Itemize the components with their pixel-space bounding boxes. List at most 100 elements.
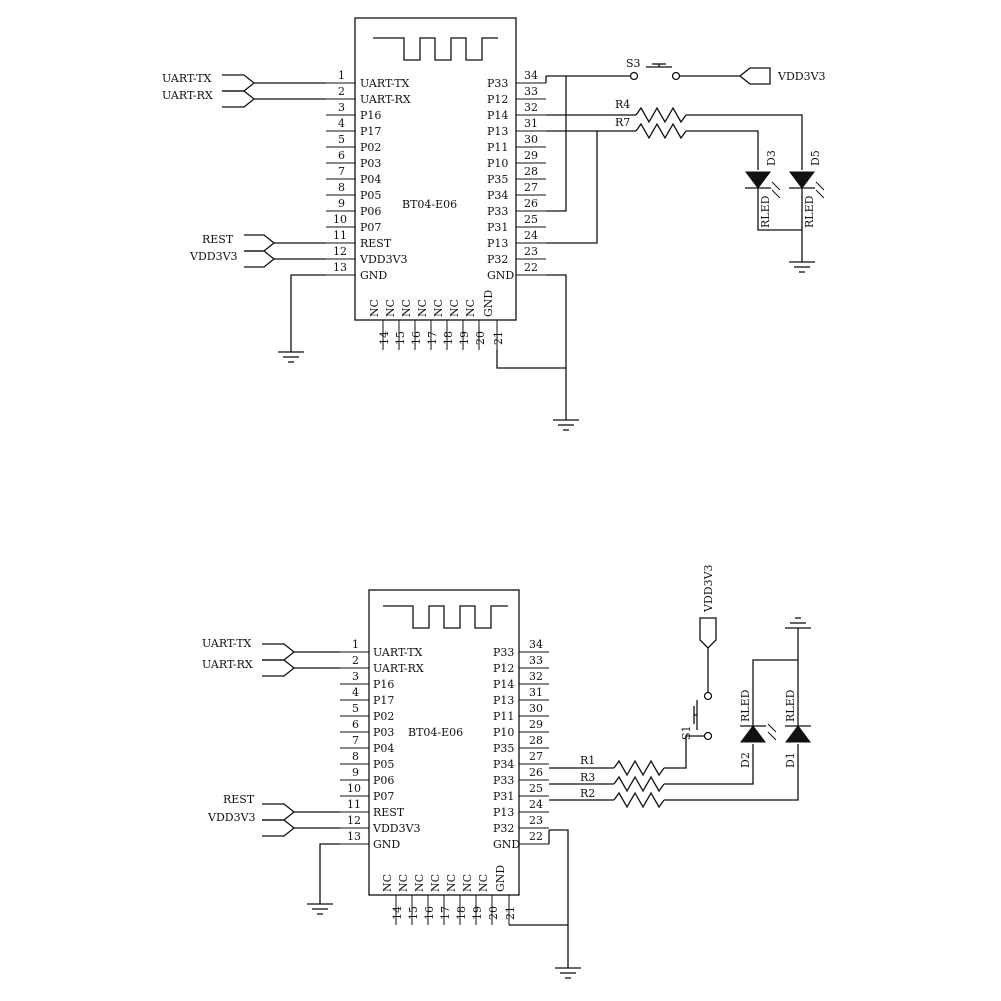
wire-led-gnd (752, 659, 798, 726)
right-pin: P12 33 (493, 654, 549, 675)
resistor-icon (613, 775, 665, 793)
led-ref: D5 (809, 150, 822, 166)
resistor-label: R2 (580, 787, 595, 800)
pin-number: 32 (529, 670, 543, 683)
left-pin-group: 1 UART-TX 2 UART-RX 3 P16 4 P17 5 P02 6 … (340, 638, 424, 851)
pin-number: 24 (529, 798, 543, 811)
port-label: REST (202, 233, 234, 246)
right-pin: P13 31 (493, 686, 549, 707)
right-pin: P33 26 (493, 766, 549, 787)
pin-number: 3 (352, 670, 359, 683)
pin-name: NC (477, 874, 490, 892)
pin-number: 14 (391, 906, 404, 920)
ground-icon (785, 617, 811, 629)
led-type: RLED (739, 689, 752, 722)
pin-name: P14 (487, 109, 508, 122)
wire-led-d5 (686, 114, 803, 170)
pin-name: P10 (487, 157, 508, 170)
gnd-wire-left (290, 274, 326, 352)
pin-number: 15 (394, 331, 407, 345)
wire-pin24-bus (546, 131, 598, 244)
wire-r1-switch (664, 735, 704, 769)
bottom-pin: NC 19 (461, 874, 484, 925)
pin-name: GND (360, 269, 387, 282)
pin-number: 18 (442, 331, 455, 345)
port-label: VDD3V3 (189, 250, 238, 263)
gnd-wire-bottom (496, 350, 566, 369)
wire-led-d2 (664, 744, 754, 785)
port-label: VDD3V3 (207, 811, 256, 824)
port-label: UART-TX (202, 637, 252, 650)
pin-number: 16 (410, 331, 423, 345)
pin-name: P13 (493, 806, 514, 819)
pin-name: P31 (487, 221, 508, 234)
pin-number: 8 (352, 750, 359, 763)
pin-number: 7 (352, 734, 359, 747)
pin-name: GND (487, 269, 514, 282)
pin-number: 1 (338, 69, 345, 82)
left-pin: 9 P06 (340, 766, 394, 787)
pin-name: P07 (373, 790, 394, 803)
right-pin: P10 29 (493, 718, 549, 739)
bottom-pin: NC 14 (368, 299, 391, 350)
pin-number: 34 (524, 69, 538, 82)
pin-number: 11 (333, 229, 347, 242)
pin-name: P31 (493, 790, 514, 803)
pin-number: 19 (471, 906, 484, 920)
pin-name: P35 (487, 173, 508, 186)
left-pin: 9 P06 (326, 197, 381, 218)
pin-name: P10 (493, 726, 514, 739)
port-label: REST (223, 793, 255, 806)
bottom-pin-group: NC 14 NC 15 NC 16 NC 17 NC 18 NC 19 NC 2… (381, 865, 517, 925)
left-pin: 7 P04 (340, 734, 394, 755)
left-pin: 6 P03 (340, 718, 394, 739)
right-pin: P33 34 (493, 638, 549, 659)
ground-icon (307, 903, 333, 915)
pin-number: 17 (426, 331, 439, 345)
wire-led-gnd (757, 188, 802, 231)
resistor-label: R7 (615, 116, 630, 129)
pin-name: NC (397, 874, 410, 892)
right-pin: GND 22 (493, 830, 549, 851)
pin-number: 20 (487, 906, 500, 920)
pin-number: 13 (333, 261, 347, 274)
pin-number: 25 (524, 213, 538, 226)
right-pin: P32 23 (487, 245, 546, 266)
pin-number: 22 (529, 830, 543, 843)
pin-name: P33 (493, 646, 514, 659)
vdd-port-icon (738, 67, 771, 85)
pin-number: 23 (529, 814, 543, 827)
wire-led-d3 (686, 130, 759, 170)
pin-name: P11 (487, 141, 508, 154)
bottom-pin: NC 15 (397, 874, 420, 925)
pin-number: 2 (352, 654, 359, 667)
pin-name: P12 (487, 93, 508, 106)
pin-number: 27 (524, 181, 538, 194)
left-pin: 8 P05 (326, 181, 381, 202)
resistor-icon (635, 122, 687, 140)
pin-number: 12 (333, 245, 347, 258)
pin-name: P07 (360, 221, 381, 234)
pin-name: P33 (493, 774, 514, 787)
pin-name: P35 (493, 742, 514, 755)
bottom-pin: NC 18 (445, 874, 468, 925)
bottom-pin: NC 17 (429, 874, 452, 925)
left-pin: 13 GND (340, 830, 400, 851)
pin-name: P16 (373, 678, 394, 691)
pin-name: REST (373, 806, 405, 819)
wire-pin26-bus (546, 76, 567, 212)
left-pin: 4 P17 (326, 117, 381, 138)
bottom-pin: NC 14 (381, 874, 404, 925)
port-label: UART-TX (162, 72, 212, 85)
pin-number: 23 (524, 245, 538, 258)
pin-number: 34 (529, 638, 543, 651)
ground-icon (555, 967, 581, 979)
led-ref: D3 (765, 150, 778, 166)
pin-number: 15 (407, 906, 420, 920)
pin-number: 9 (352, 766, 359, 779)
pin-name: NC (429, 874, 442, 892)
resistor-icon (635, 106, 687, 124)
left-pin: 2 UART-RX (340, 654, 424, 675)
pin-name: REST (360, 237, 392, 250)
left-pin: 1 UART-TX (340, 638, 423, 659)
